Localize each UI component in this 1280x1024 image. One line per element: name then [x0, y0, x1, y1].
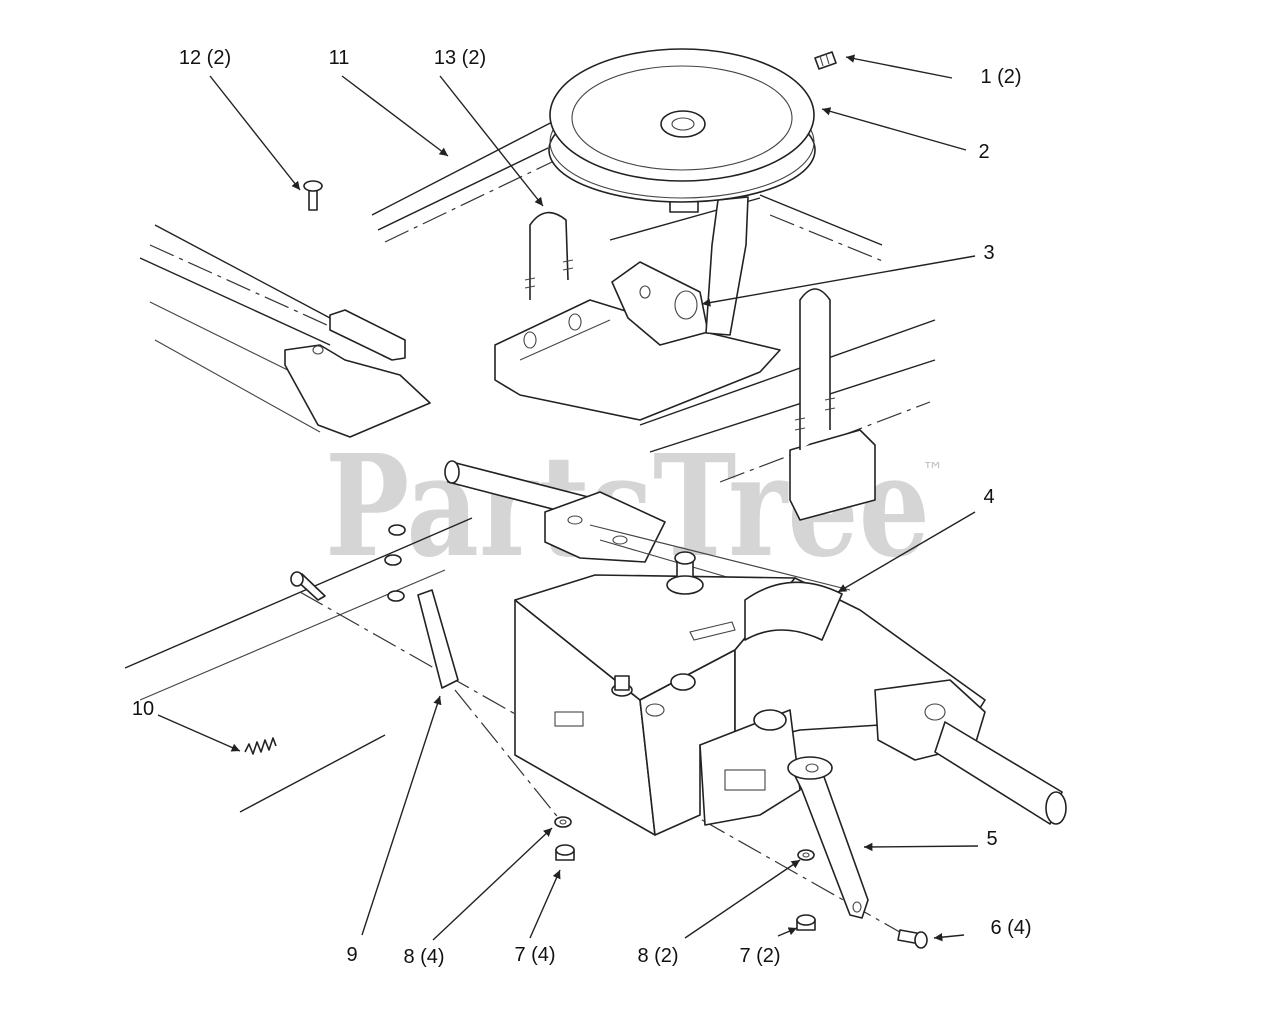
side-washers	[384, 524, 406, 602]
leader-line-3	[701, 255, 976, 307]
part-1-set-screw	[814, 51, 837, 70]
part-7-nut-right	[796, 914, 816, 931]
callout-label-11: 11	[329, 47, 350, 69]
part-9-spacer	[417, 589, 459, 689]
callout-label-4: 4	[983, 486, 994, 508]
side-bolt	[290, 571, 326, 601]
leader-line-13	[439, 75, 544, 207]
leader-line-7-left	[529, 869, 561, 939]
center-mounting-bracket	[494, 299, 781, 421]
callout-label-12: 12 (2)	[179, 47, 231, 69]
part-3-pulley-bracket	[611, 196, 749, 346]
leader-line-9	[361, 695, 442, 936]
leader-line-5	[863, 842, 979, 852]
leader-line-7-right	[777, 927, 798, 937]
part-13-u-bolt	[524, 211, 574, 300]
callout-label-9: 9	[346, 944, 357, 966]
callout-label-1: 1 (2)	[980, 66, 1021, 88]
leader-line-10	[157, 714, 241, 752]
leader-line-1	[845, 54, 953, 79]
leader-line-4	[837, 511, 976, 593]
callout-label-6: 6 (4)	[990, 917, 1031, 939]
watermark-trademark: ™	[922, 459, 944, 484]
callout-label-2: 2	[978, 141, 989, 163]
callout-label-10: 10	[132, 698, 154, 720]
callout-label-7-left: 7 (4)	[514, 944, 555, 966]
frame-rails	[124, 117, 936, 936]
part-7-nut-left	[555, 844, 575, 861]
callout-label-8-right: 8 (2)	[637, 945, 678, 967]
part-4-transaxle	[514, 551, 1067, 836]
leader-line-2	[821, 107, 967, 151]
leader-line-6	[933, 932, 965, 942]
leader-line-8-right	[684, 859, 801, 939]
leader-line-12	[209, 75, 301, 191]
part-5-brake-arm	[787, 756, 869, 919]
part-10-spring	[244, 737, 277, 755]
right-u-bolt-bracket	[789, 288, 876, 521]
part-12-screw	[303, 180, 323, 211]
callout-label-13: 13 (2)	[434, 47, 486, 69]
part-8-washer-right	[797, 849, 815, 861]
part-8-washer-left	[554, 816, 572, 828]
leader-line-11	[341, 75, 449, 157]
part-2-pulley	[548, 48, 816, 213]
callout-labels: 12 (2) 11 13 (2) 1 (2) 2 3 4 10 5 6 (4) …	[132, 47, 1032, 968]
callout-label-5: 5	[986, 828, 997, 850]
leader-line-8-left	[432, 827, 553, 941]
callout-label-7-right: 7 (2)	[739, 945, 780, 967]
part-6-bolt	[897, 929, 928, 949]
leader-lines	[157, 54, 979, 942]
callout-label-8-left: 8 (4)	[403, 946, 444, 968]
callout-label-3: 3	[983, 242, 994, 264]
left-frame-bracket	[284, 309, 431, 438]
